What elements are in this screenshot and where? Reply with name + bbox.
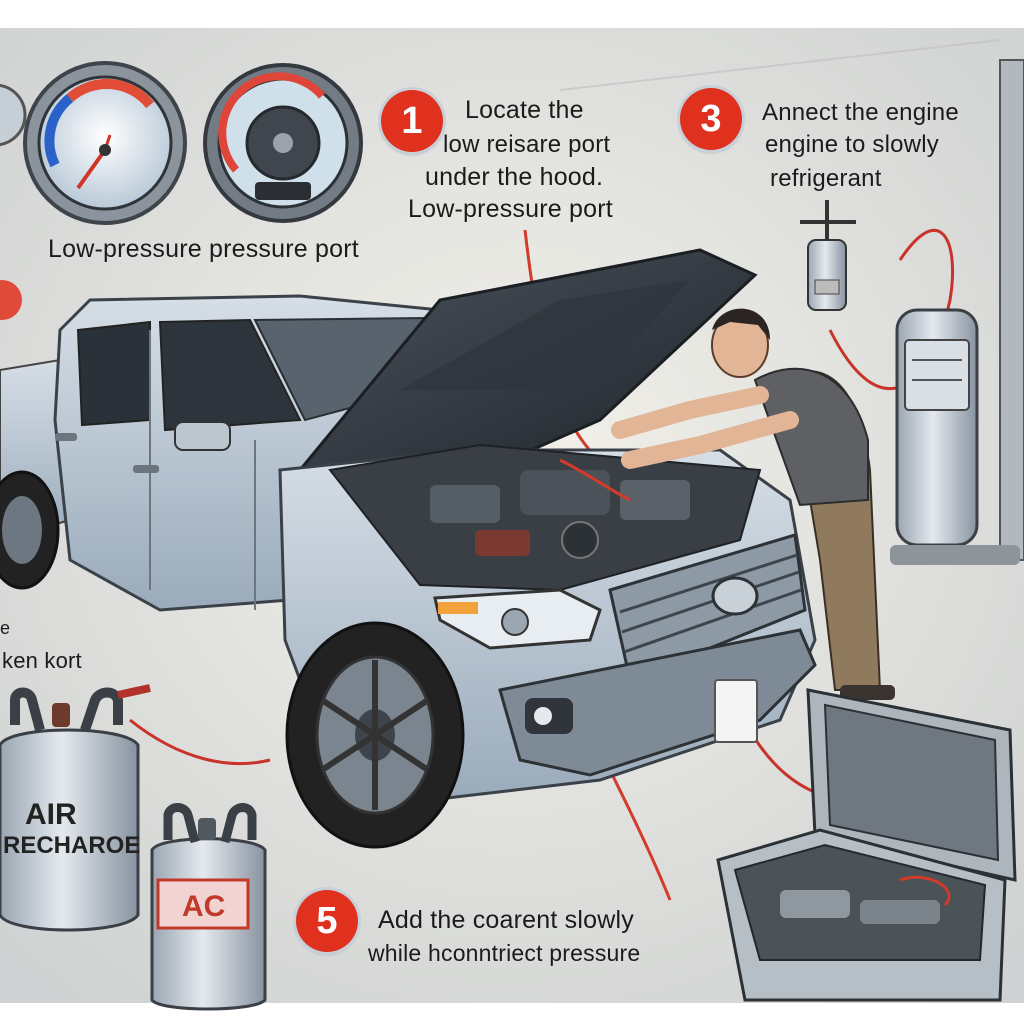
license-plate — [714, 679, 758, 743]
step-5-badge: 5 — [296, 890, 358, 952]
step-5-text-line-2: while hconntriect pressure — [368, 940, 641, 966]
left-fragment-1: e — [0, 618, 11, 638]
front-wheel — [285, 621, 465, 849]
step-1-text-line-1: Locate the — [465, 96, 584, 124]
step-1-text-line-2: low reisare port — [443, 131, 611, 158]
left-fragment-2: ken kort — [2, 648, 82, 673]
pressure-gauge-left — [23, 61, 187, 225]
step-5-text-line-1: Add the coarent slowly — [378, 906, 634, 934]
ac-refrigerant-can — [150, 803, 267, 1011]
mechanic-person — [611, 308, 895, 700]
side-mirror — [174, 421, 231, 451]
air-recharge-can — [0, 684, 151, 932]
rear-wheel — [0, 470, 60, 590]
ac-can-label: AC — [182, 890, 226, 923]
pressure-gauge-right — [203, 63, 363, 223]
step-3-text-line-3: refrigerant — [770, 165, 882, 192]
air-can-label-line-1: AIR — [25, 798, 77, 831]
hose-line-step3 — [828, 228, 954, 391]
brand-emblem — [711, 576, 759, 616]
manifold-gauge-set — [800, 200, 856, 311]
front-grille — [608, 533, 807, 683]
air-can-label-line-2: RECHAROE — [3, 832, 141, 859]
front-window — [158, 318, 302, 432]
step-3-text-line-1: Annect the engine — [762, 99, 959, 126]
rear-window — [76, 320, 151, 427]
pickup-truck — [0, 248, 817, 849]
step-1-text-line-4: Low-pressure port — [408, 195, 613, 223]
gauge-caption: Low-pressure pressure port — [48, 235, 359, 263]
refrigerant-tank-tall — [890, 59, 1024, 565]
step-1-text-line-3: under the hood. — [425, 163, 604, 191]
step-3-badge: 3 — [680, 88, 742, 150]
open-toolbox — [716, 688, 1017, 1002]
step-3-text-line-2: engine to slowly — [765, 131, 939, 158]
step-1-badge: 1 — [381, 90, 443, 152]
